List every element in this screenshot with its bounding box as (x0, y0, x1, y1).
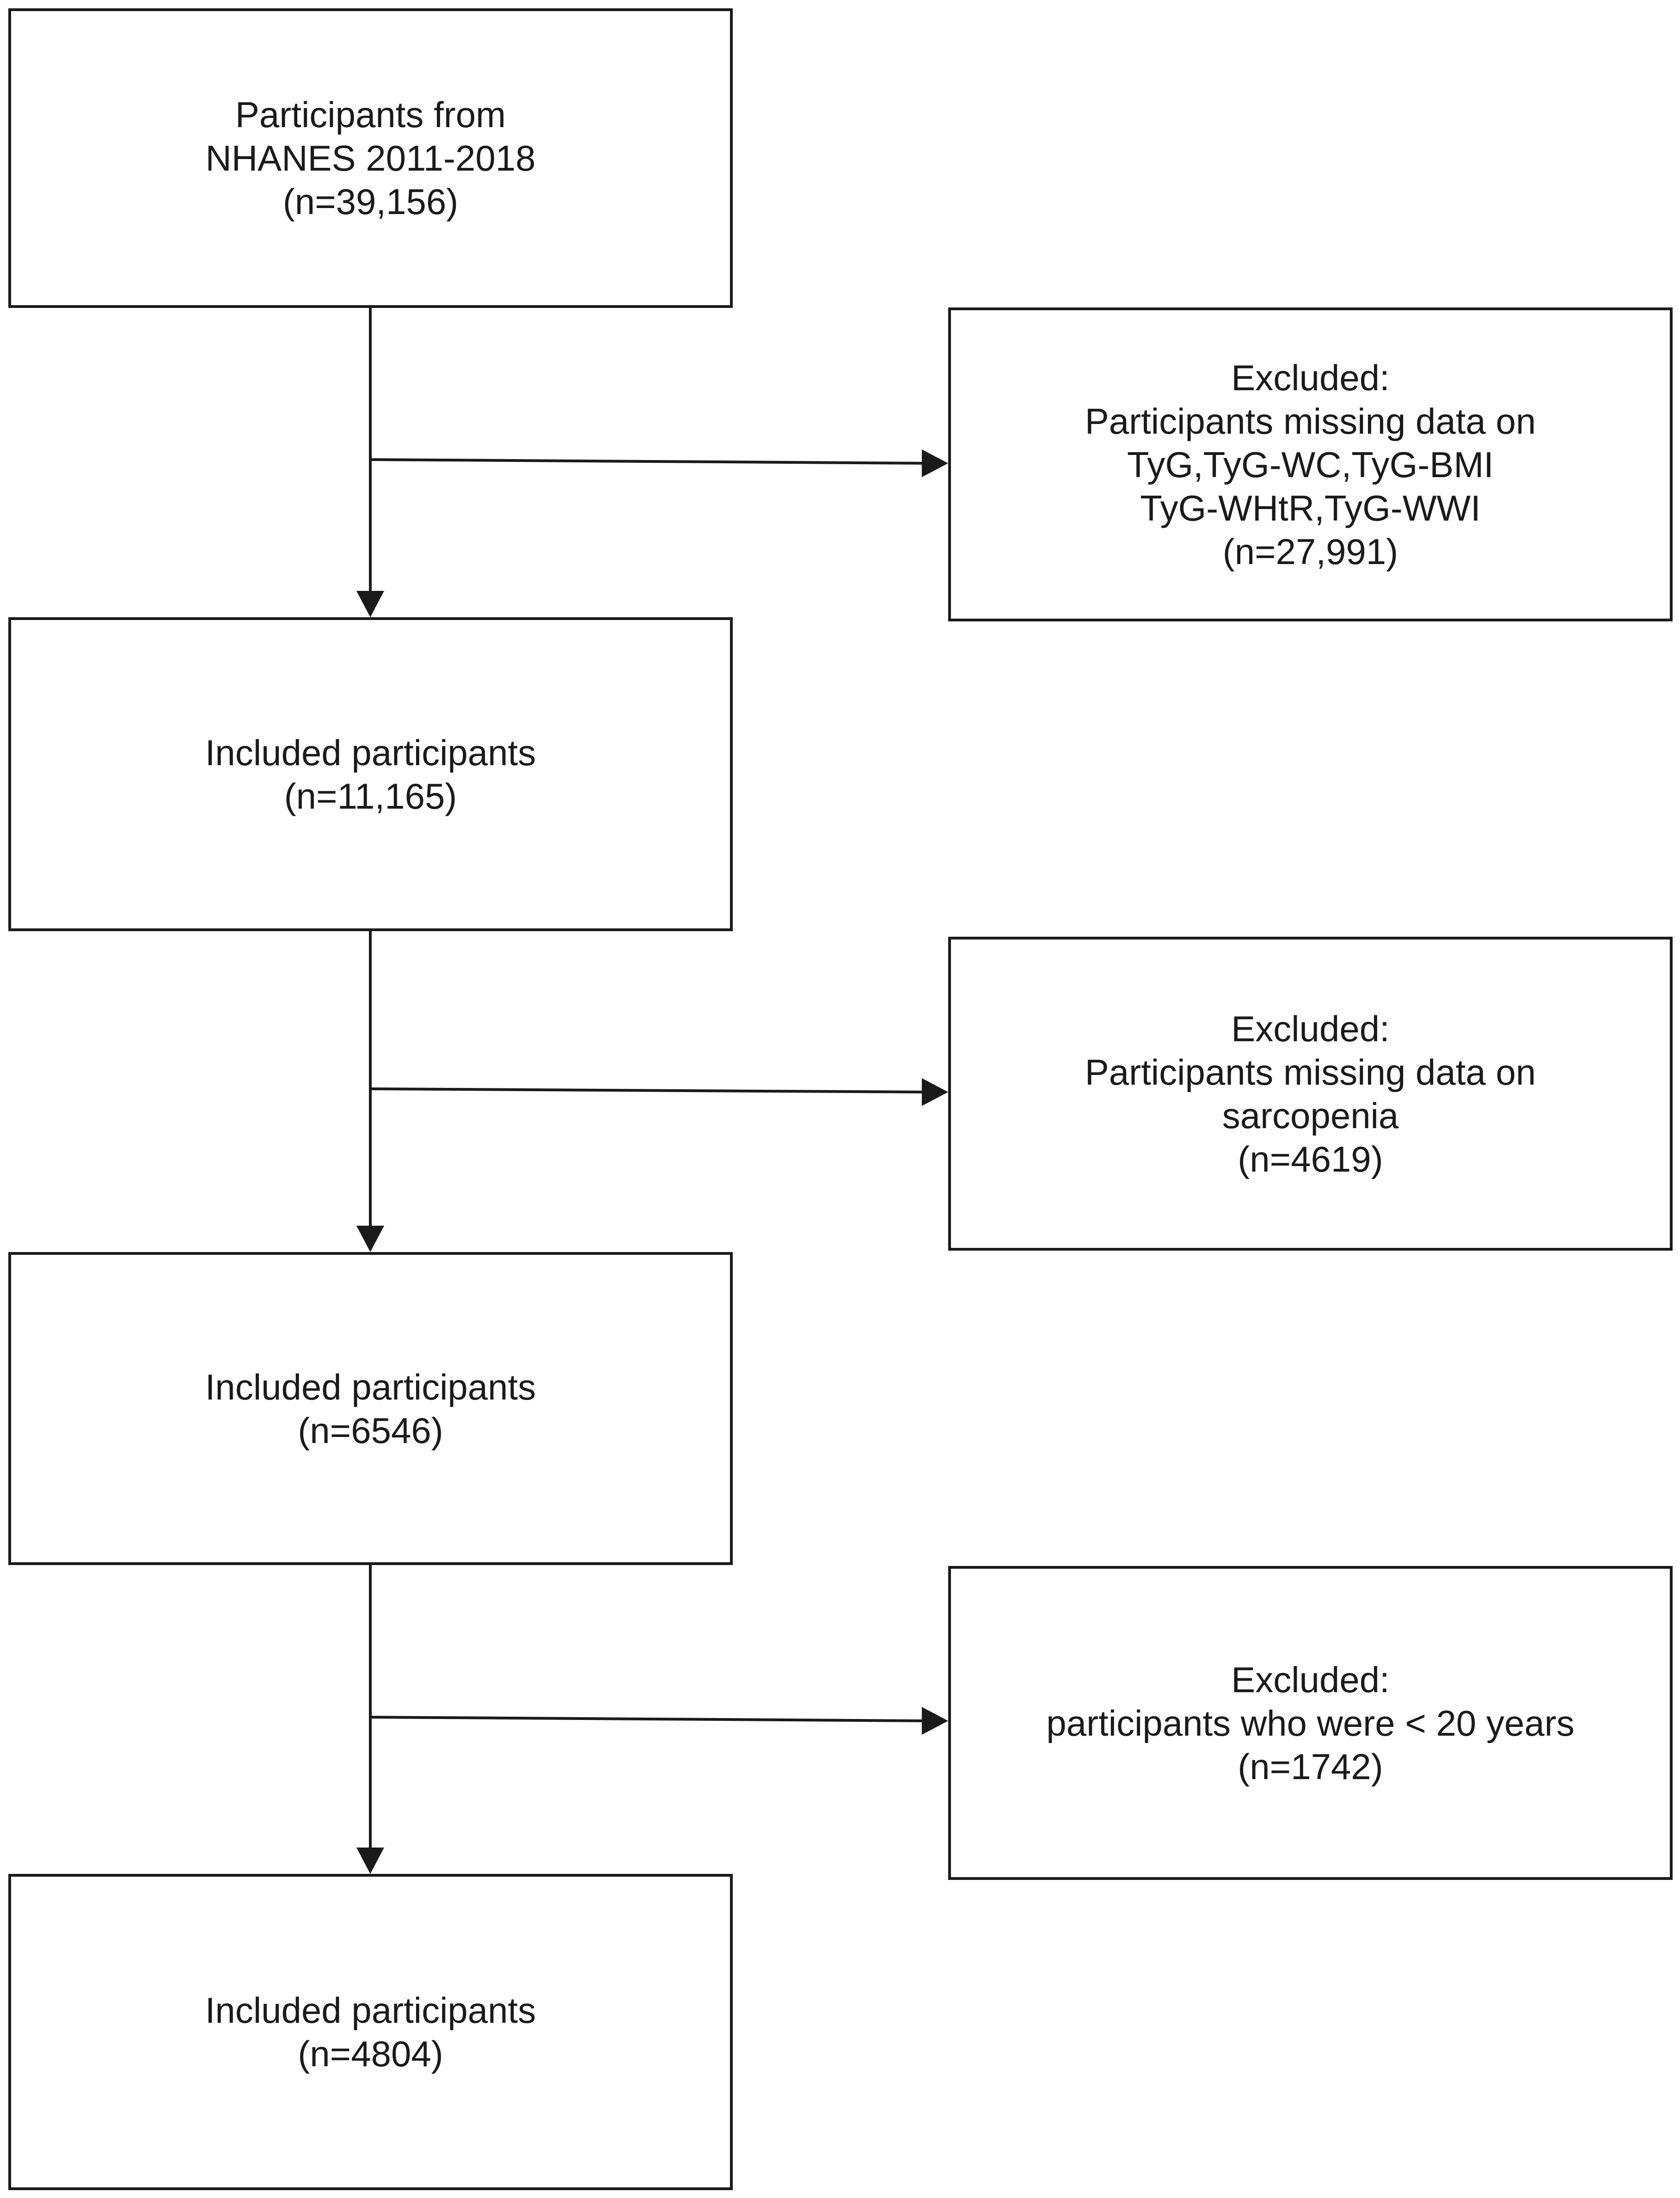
box-text-line: Excluded: (1231, 1008, 1390, 1049)
box-text-line: Participants missing data on (1085, 1051, 1536, 1093)
branch-arrow-3-line (370, 1716, 928, 1722)
box-excluded-under-20: Excluded: participants who were < 20 yea… (948, 1566, 1673, 1880)
box-text-line: sarcopenia (1222, 1095, 1399, 1136)
box-text-line: NHANES 2011-2018 (205, 138, 536, 178)
branch-arrow-1-head (922, 449, 948, 477)
box-count: (n=6546) (298, 1410, 443, 1451)
box-text-line: Excluded: (1231, 357, 1390, 398)
box-excluded-missing-tyg: Excluded: Participants missing data on T… (948, 307, 1673, 621)
box-text-line: Excluded: (1231, 1659, 1390, 1700)
box-count: (n=4804) (298, 2033, 443, 2074)
box-text-line: Included participants (205, 1990, 536, 2031)
down-arrow-2-head (356, 1226, 384, 1252)
down-arrow-1-head (356, 591, 384, 617)
box-included-participants-1: Included participants (n=11,165) (8, 617, 733, 931)
box-text-line: TyG,TyG-WC,TyG-BMI (1127, 444, 1494, 485)
box-text-line: participants who were < 20 years (1046, 1702, 1575, 1744)
box-count: (n=27,991) (1222, 531, 1398, 572)
box-participants-nhanes: Participants from NHANES 2011-2018 (n=39… (8, 8, 733, 308)
branch-arrow-3-head (922, 1707, 948, 1735)
box-count: (n=4619) (1238, 1138, 1383, 1179)
box-text-line: Included participants (205, 732, 536, 773)
box-text-line: Participants from (235, 94, 506, 135)
box-excluded-missing-sarcopenia: Excluded: Participants missing data on s… (948, 937, 1673, 1251)
box-count: (n=1742) (1238, 1746, 1383, 1787)
box-text-line: Participants missing data on (1085, 400, 1536, 442)
branch-arrow-2-line (370, 1087, 928, 1093)
box-text-line: TyG-WHtR,TyG-WWI (1140, 487, 1481, 528)
down-arrow-3-head (356, 1848, 384, 1874)
box-count: (n=39,156) (282, 181, 459, 222)
box-included-participants-2: Included participants (n=6546) (8, 1252, 733, 1565)
box-text-line: Included participants (205, 1366, 536, 1407)
box-included-participants-final: Included participants (n=4804) (8, 1874, 733, 2190)
branch-arrow-2-head (922, 1078, 948, 1106)
box-count: (n=11,165) (284, 775, 457, 817)
branch-arrow-1-line (370, 458, 928, 465)
